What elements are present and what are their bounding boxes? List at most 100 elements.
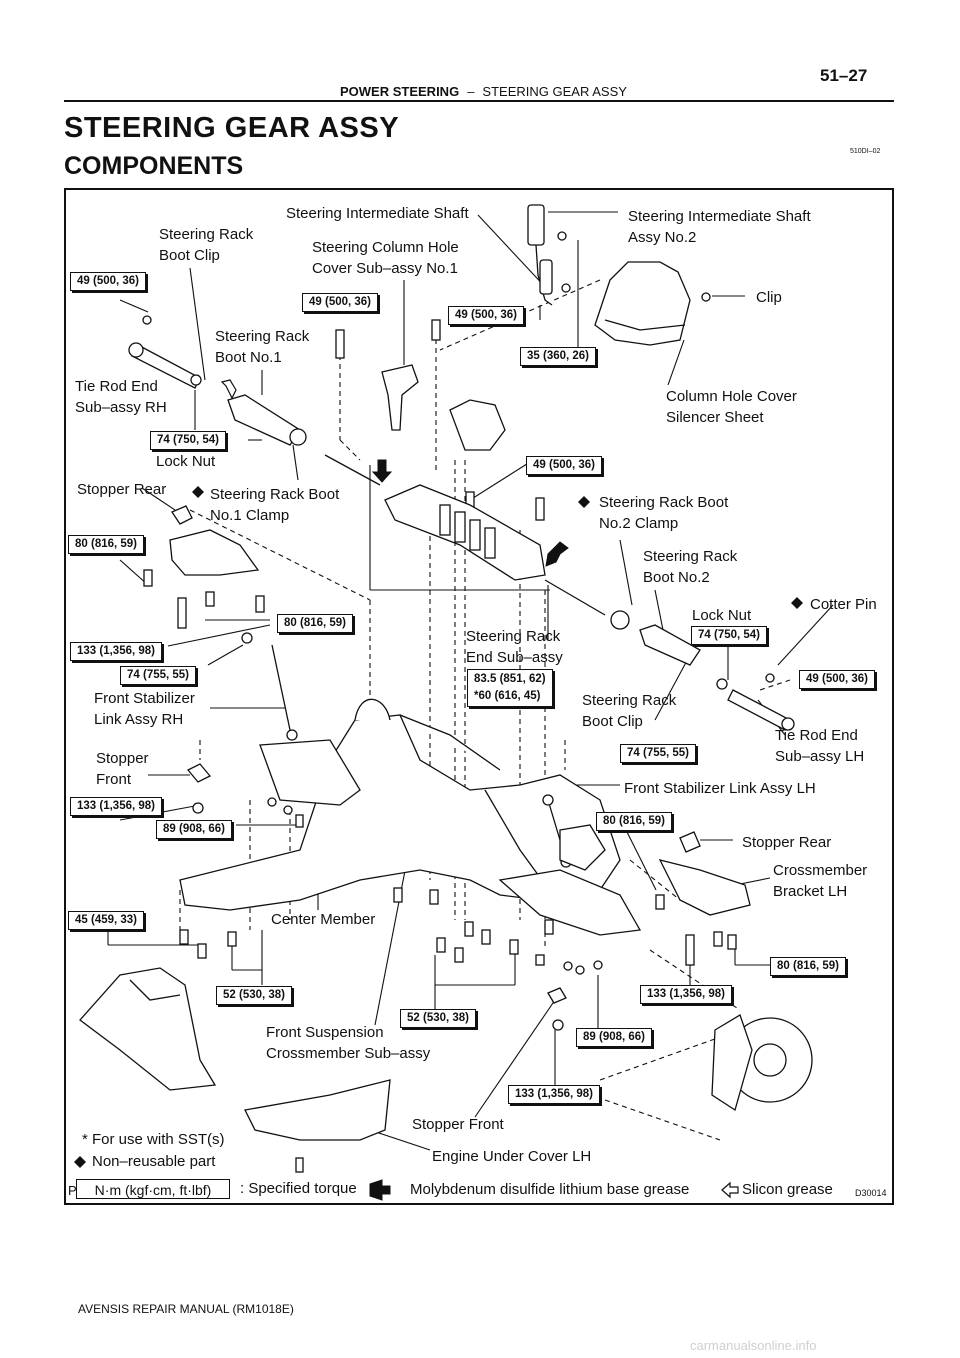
label-line: Steering Rack xyxy=(159,226,254,243)
label-stopper-front: Stopper Front xyxy=(96,748,149,790)
label-boot-clip-lh: Steering Rack Boot Clip xyxy=(582,690,676,732)
label-line: Cover Sub–assy No.1 xyxy=(312,260,458,277)
label-front-suspension: Front Suspension Crossmember Sub–assy xyxy=(266,1022,430,1064)
label-crossmember-bracket: Crossmember Bracket LH xyxy=(773,860,867,902)
label-clip: Clip xyxy=(756,289,782,306)
label-line: Boot No.2 xyxy=(643,569,710,586)
label-line: Boot Clip xyxy=(159,247,220,264)
torque-value: 74 (755, 55) xyxy=(620,744,697,763)
torque-value: 133 (1,356, 98) xyxy=(70,642,163,661)
label-engine-under-cover: Engine Under Cover LH xyxy=(432,1148,592,1165)
label-stabilizer-link-rh: Front Stabilizer Link Assy RH xyxy=(94,688,195,730)
label-rack-end: Steering Rack End Sub–assy xyxy=(466,626,563,668)
header-section: POWER STEERING xyxy=(340,84,460,99)
label-line: Sub–assy LH xyxy=(775,748,865,765)
torque-value: 89 (908, 66) xyxy=(156,820,233,839)
label-boot-no2: Steering Rack Boot No.2 xyxy=(643,546,737,588)
label-line: Steering Column Hole xyxy=(312,239,459,256)
label-line: Boot Clip xyxy=(582,713,643,730)
torque-value: 89 (908, 66) xyxy=(576,1028,653,1047)
label-line: Steering Rack xyxy=(466,628,561,645)
label-line: Crossmember Sub–assy xyxy=(266,1045,431,1062)
label-line: Front xyxy=(96,771,132,788)
label-line: Steering Rack xyxy=(215,328,310,345)
label-line: Column Hole Cover xyxy=(666,388,797,405)
label-line: End Sub–assy xyxy=(466,649,563,666)
header-separator: – xyxy=(467,84,475,99)
label-stopper-front-bottom: Stopper Front xyxy=(412,1116,504,1133)
label-cotter-pin: Cotter Pin xyxy=(810,596,877,613)
label-boot-no2-clamp: Steering Rack Boot No.2 Clamp xyxy=(599,492,728,534)
label-line: No.2 Clamp xyxy=(599,515,679,532)
label-lock-nut-lh: Lock Nut xyxy=(692,607,752,624)
label-lock-nut-rh: Lock Nut xyxy=(156,453,216,470)
legend-specified-torque: : Specified torque xyxy=(240,1180,357,1197)
document-code: 510DI–02 xyxy=(850,148,881,155)
label-tie-rod-end-rh: Tie Rod End Sub–assy RH xyxy=(75,376,167,418)
label-center-member: Center Member xyxy=(271,911,376,928)
torque-value: 133 (1,356, 98) xyxy=(508,1085,601,1104)
label-line: No.1 Clamp xyxy=(210,507,290,524)
torque-value: 49 (500, 36) xyxy=(302,293,379,312)
label-line: Crossmember xyxy=(773,862,868,879)
torque-value: 80 (816, 59) xyxy=(770,957,847,976)
label-line: Steering Rack xyxy=(643,548,738,565)
label-line: Tie Rod End xyxy=(75,378,158,395)
torque-value-pair: 83.5 (851, 62) *60 (616, 45) xyxy=(467,669,553,707)
torque-value: 49 (500, 36) xyxy=(526,456,603,475)
running-header: POWER STEERING–STEERING GEAR ASSY xyxy=(340,84,627,99)
corner-mark: P xyxy=(68,1183,77,1198)
label-boot-no1: Steering Rack Boot No.1 xyxy=(215,326,309,368)
footer-manual-title: AVENSIS REPAIR MANUAL (RM1018E) xyxy=(78,1302,294,1316)
label-line: Steering Rack xyxy=(582,692,677,709)
figure-frame xyxy=(64,188,894,1205)
torque-value: 74 (755, 55) xyxy=(120,666,197,685)
label-steering-intermediate-shaft: Steering Intermediate Shaft xyxy=(286,205,469,222)
torque-value: 80 (816, 59) xyxy=(277,614,354,633)
torque-value-sst: *60 (616, 45) xyxy=(474,690,541,702)
note-sst: * For use with SST(s) xyxy=(82,1131,225,1148)
torque-unit-box: N·m (kgf·cm, ft·lbf) xyxy=(76,1179,230,1199)
figure-code: D30014 xyxy=(855,1188,887,1198)
label-line: Steering Rack Boot xyxy=(599,494,729,511)
label-line: Tie Rod End xyxy=(775,727,858,744)
header-subsection: STEERING GEAR ASSY xyxy=(482,84,627,99)
torque-value: 83.5 (851, 62) xyxy=(474,673,546,685)
label-stopper-rear-rh: Stopper Rear xyxy=(77,481,167,498)
label-line: Bracket LH xyxy=(773,883,848,900)
label-line: Stopper xyxy=(96,750,149,767)
label-stopper-rear-lh: Stopper Rear xyxy=(742,834,832,851)
label-boot-no1-clamp: Steering Rack Boot No.1 Clamp xyxy=(210,484,339,526)
torque-value: 133 (1,356, 98) xyxy=(70,797,163,816)
section-title: COMPONENTS xyxy=(64,152,244,180)
label-tie-rod-end-lh: Tie Rod End Sub–assy LH xyxy=(775,725,864,767)
page-number: 51–27 xyxy=(820,66,868,85)
torque-value: 49 (500, 36) xyxy=(448,306,525,325)
torque-value: 52 (530, 38) xyxy=(216,986,293,1005)
torque-value: 133 (1,356, 98) xyxy=(640,985,733,1004)
legend-moly-grease: Molybdenum disulfide lithium base grease xyxy=(410,1181,690,1198)
label-line: Front Suspension xyxy=(266,1024,384,1041)
label-line: Sub–assy RH xyxy=(75,399,167,416)
label-line: Link Assy RH xyxy=(94,711,184,728)
label-boot-clip-rh: Steering Rack Boot Clip xyxy=(159,224,253,266)
torque-value: 74 (750, 54) xyxy=(691,626,768,645)
label-column-hole-cover: Steering Column Hole Cover Sub–assy No.1 xyxy=(312,237,459,279)
header-rule xyxy=(64,100,894,102)
torque-value: 80 (816, 59) xyxy=(596,812,673,831)
label-stabilizer-link-lh: Front Stabilizer Link Assy LH xyxy=(624,780,816,797)
label-line: Assy No.2 xyxy=(628,229,697,246)
label-line: Steering Intermediate Shaft xyxy=(628,208,811,225)
page-title: STEERING GEAR ASSY xyxy=(64,112,400,144)
label-line: Front Stabilizer xyxy=(94,690,195,707)
torque-value: 74 (750, 54) xyxy=(150,431,227,450)
torque-value: 35 (360, 26) xyxy=(520,347,597,366)
watermark: carmanualsonline.info xyxy=(690,1338,817,1353)
torque-value: 45 (459, 33) xyxy=(68,911,145,930)
torque-value: 80 (816, 59) xyxy=(68,535,145,554)
torque-value: 52 (530, 38) xyxy=(400,1009,477,1028)
note-non-reusable: Non–reusable part xyxy=(92,1153,216,1170)
label-silencer-sheet: Column Hole Cover Silencer Sheet xyxy=(666,386,797,428)
legend-silicon-grease: Slicon grease xyxy=(742,1181,833,1198)
